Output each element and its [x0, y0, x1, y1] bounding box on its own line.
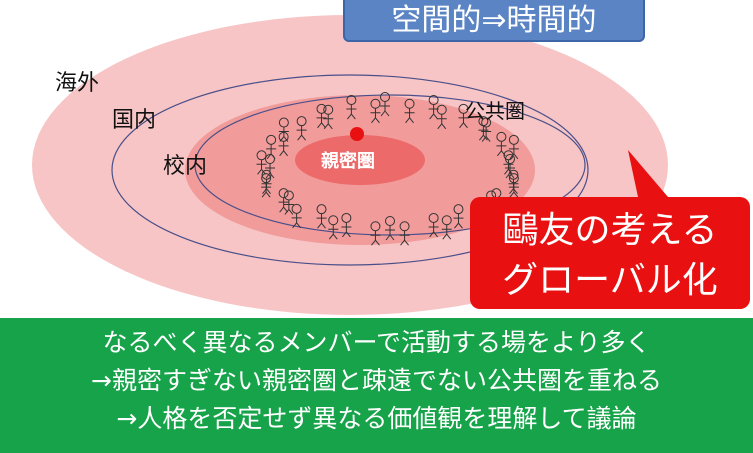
person-figure: [436, 104, 447, 130]
summary-box: なるべく異なるメンバーで活動する場をより多く →親密すぎない親密圏と疎遠でない公…: [0, 318, 753, 453]
person-figure: [323, 104, 334, 130]
label-intimate-sphere: 親密圏: [321, 151, 375, 172]
person-figure: [481, 117, 492, 142]
label-public-sphere: 公共圏: [465, 99, 525, 123]
callout-tail: [628, 150, 668, 197]
person-figure: [316, 204, 327, 229]
person-figure: [453, 204, 464, 229]
domestic-ring: [111, 74, 589, 266]
intimate-zone: [295, 135, 425, 185]
callout-box: 鷗友の考える グローバル化: [470, 197, 750, 309]
person-figure: [428, 95, 439, 120]
self-dot: [350, 127, 364, 141]
label-overseas: 海外: [55, 71, 100, 96]
person-figure: [380, 92, 390, 117]
person-figure: [291, 203, 302, 229]
person-figure: [278, 188, 289, 213]
person-figure: [328, 215, 339, 240]
summary-line-1: なるべく異なるメンバーで活動する場をより多く: [102, 328, 651, 357]
person-figure: [428, 212, 439, 238]
person-figure: [399, 221, 410, 246]
person-figure: [508, 134, 519, 160]
person-figure: [496, 131, 507, 157]
person-figure: [266, 134, 277, 160]
summary-line-2: →親密すぎない親密圏と疎遠でない公共圏を重ねる: [91, 366, 662, 395]
person-figure: [346, 95, 357, 120]
callout-line-1: 鷗友の考える: [502, 210, 718, 251]
title-box: 空間的⇒時間的: [343, 0, 645, 42]
summary-line-3: →人格を否定せず異なる価値観を理解して議論: [116, 404, 637, 433]
person-figure: [370, 98, 381, 124]
person-figure: [404, 98, 415, 124]
label-campus: 校内: [163, 154, 208, 179]
person-figure: [256, 150, 267, 175]
person-figure: [316, 103, 327, 129]
person-figure: [478, 116, 489, 141]
person-figure: [441, 215, 452, 240]
person-figure: [296, 116, 307, 141]
person-figure: [458, 103, 469, 129]
person-figure: [370, 221, 381, 246]
person-figure: [341, 212, 352, 238]
person-figure: [385, 216, 395, 241]
person-figure: [283, 190, 294, 215]
callout-line-2: グローバル化: [502, 260, 718, 301]
label-domestic: 国内: [112, 108, 157, 133]
person-figure: [278, 117, 289, 142]
person-figure: [508, 173, 519, 198]
person-figure: [503, 150, 514, 175]
